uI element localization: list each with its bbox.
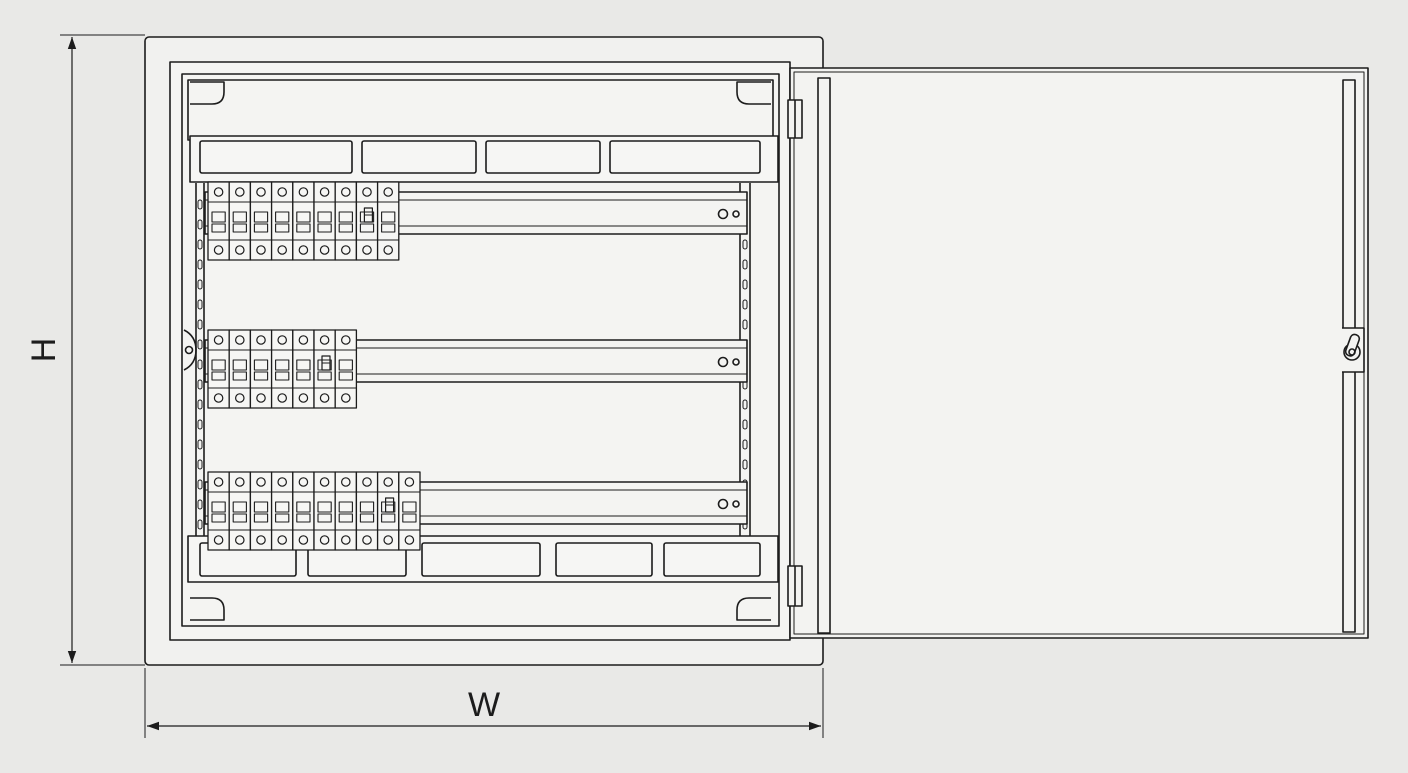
circuit-breaker: [207, 181, 230, 261]
circuit-breaker: [292, 329, 315, 409]
left-latch: [183, 329, 197, 371]
width-dimension: [144, 668, 824, 738]
circuit-breaker: [207, 329, 230, 409]
rail-screw: [717, 498, 729, 510]
circuit-breaker: [270, 471, 294, 551]
circuit-breaker: [270, 181, 294, 261]
rail-screw: [717, 208, 729, 220]
circuit-breaker: [376, 471, 400, 551]
corner-brackets: [190, 81, 771, 621]
rail-screw: [732, 500, 740, 508]
circuit-breaker: [313, 471, 336, 551]
door-lock: [1342, 327, 1365, 373]
top-label-strip: [189, 135, 779, 183]
rail-screw: [717, 356, 729, 368]
circuit-breaker: [334, 329, 358, 409]
bottom-rail: [204, 471, 748, 551]
circuit-breaker: [334, 181, 358, 261]
circuit-breaker: [313, 181, 336, 261]
circuit-breaker: [292, 471, 315, 551]
height-label: H: [25, 338, 63, 363]
circuit-breaker: [398, 471, 421, 551]
circuit-breaker: [228, 471, 252, 551]
circuit-breaker: [249, 181, 273, 261]
circuit-breaker: [376, 181, 400, 261]
circuit-breaker: [292, 181, 315, 261]
open-door: [787, 67, 1369, 639]
circuit-breaker: [270, 329, 294, 409]
rail-screw: [732, 210, 740, 218]
rail-screw: [732, 358, 740, 366]
circuit-breaker: [355, 181, 379, 261]
width-label: W: [468, 686, 500, 724]
circuit-breaker: [249, 471, 273, 551]
circuit-breaker: [228, 181, 252, 261]
circuit-breaker: [355, 471, 379, 551]
circuit-breaker: [313, 329, 336, 409]
circuit-breaker: [228, 329, 252, 409]
top-rail: [204, 181, 748, 261]
middle-rail: [204, 329, 748, 409]
circuit-breaker: [249, 329, 273, 409]
din-rails: [204, 181, 748, 551]
height-dimension: [60, 34, 145, 666]
circuit-breaker: [334, 471, 358, 551]
circuit-breaker: [207, 471, 230, 551]
